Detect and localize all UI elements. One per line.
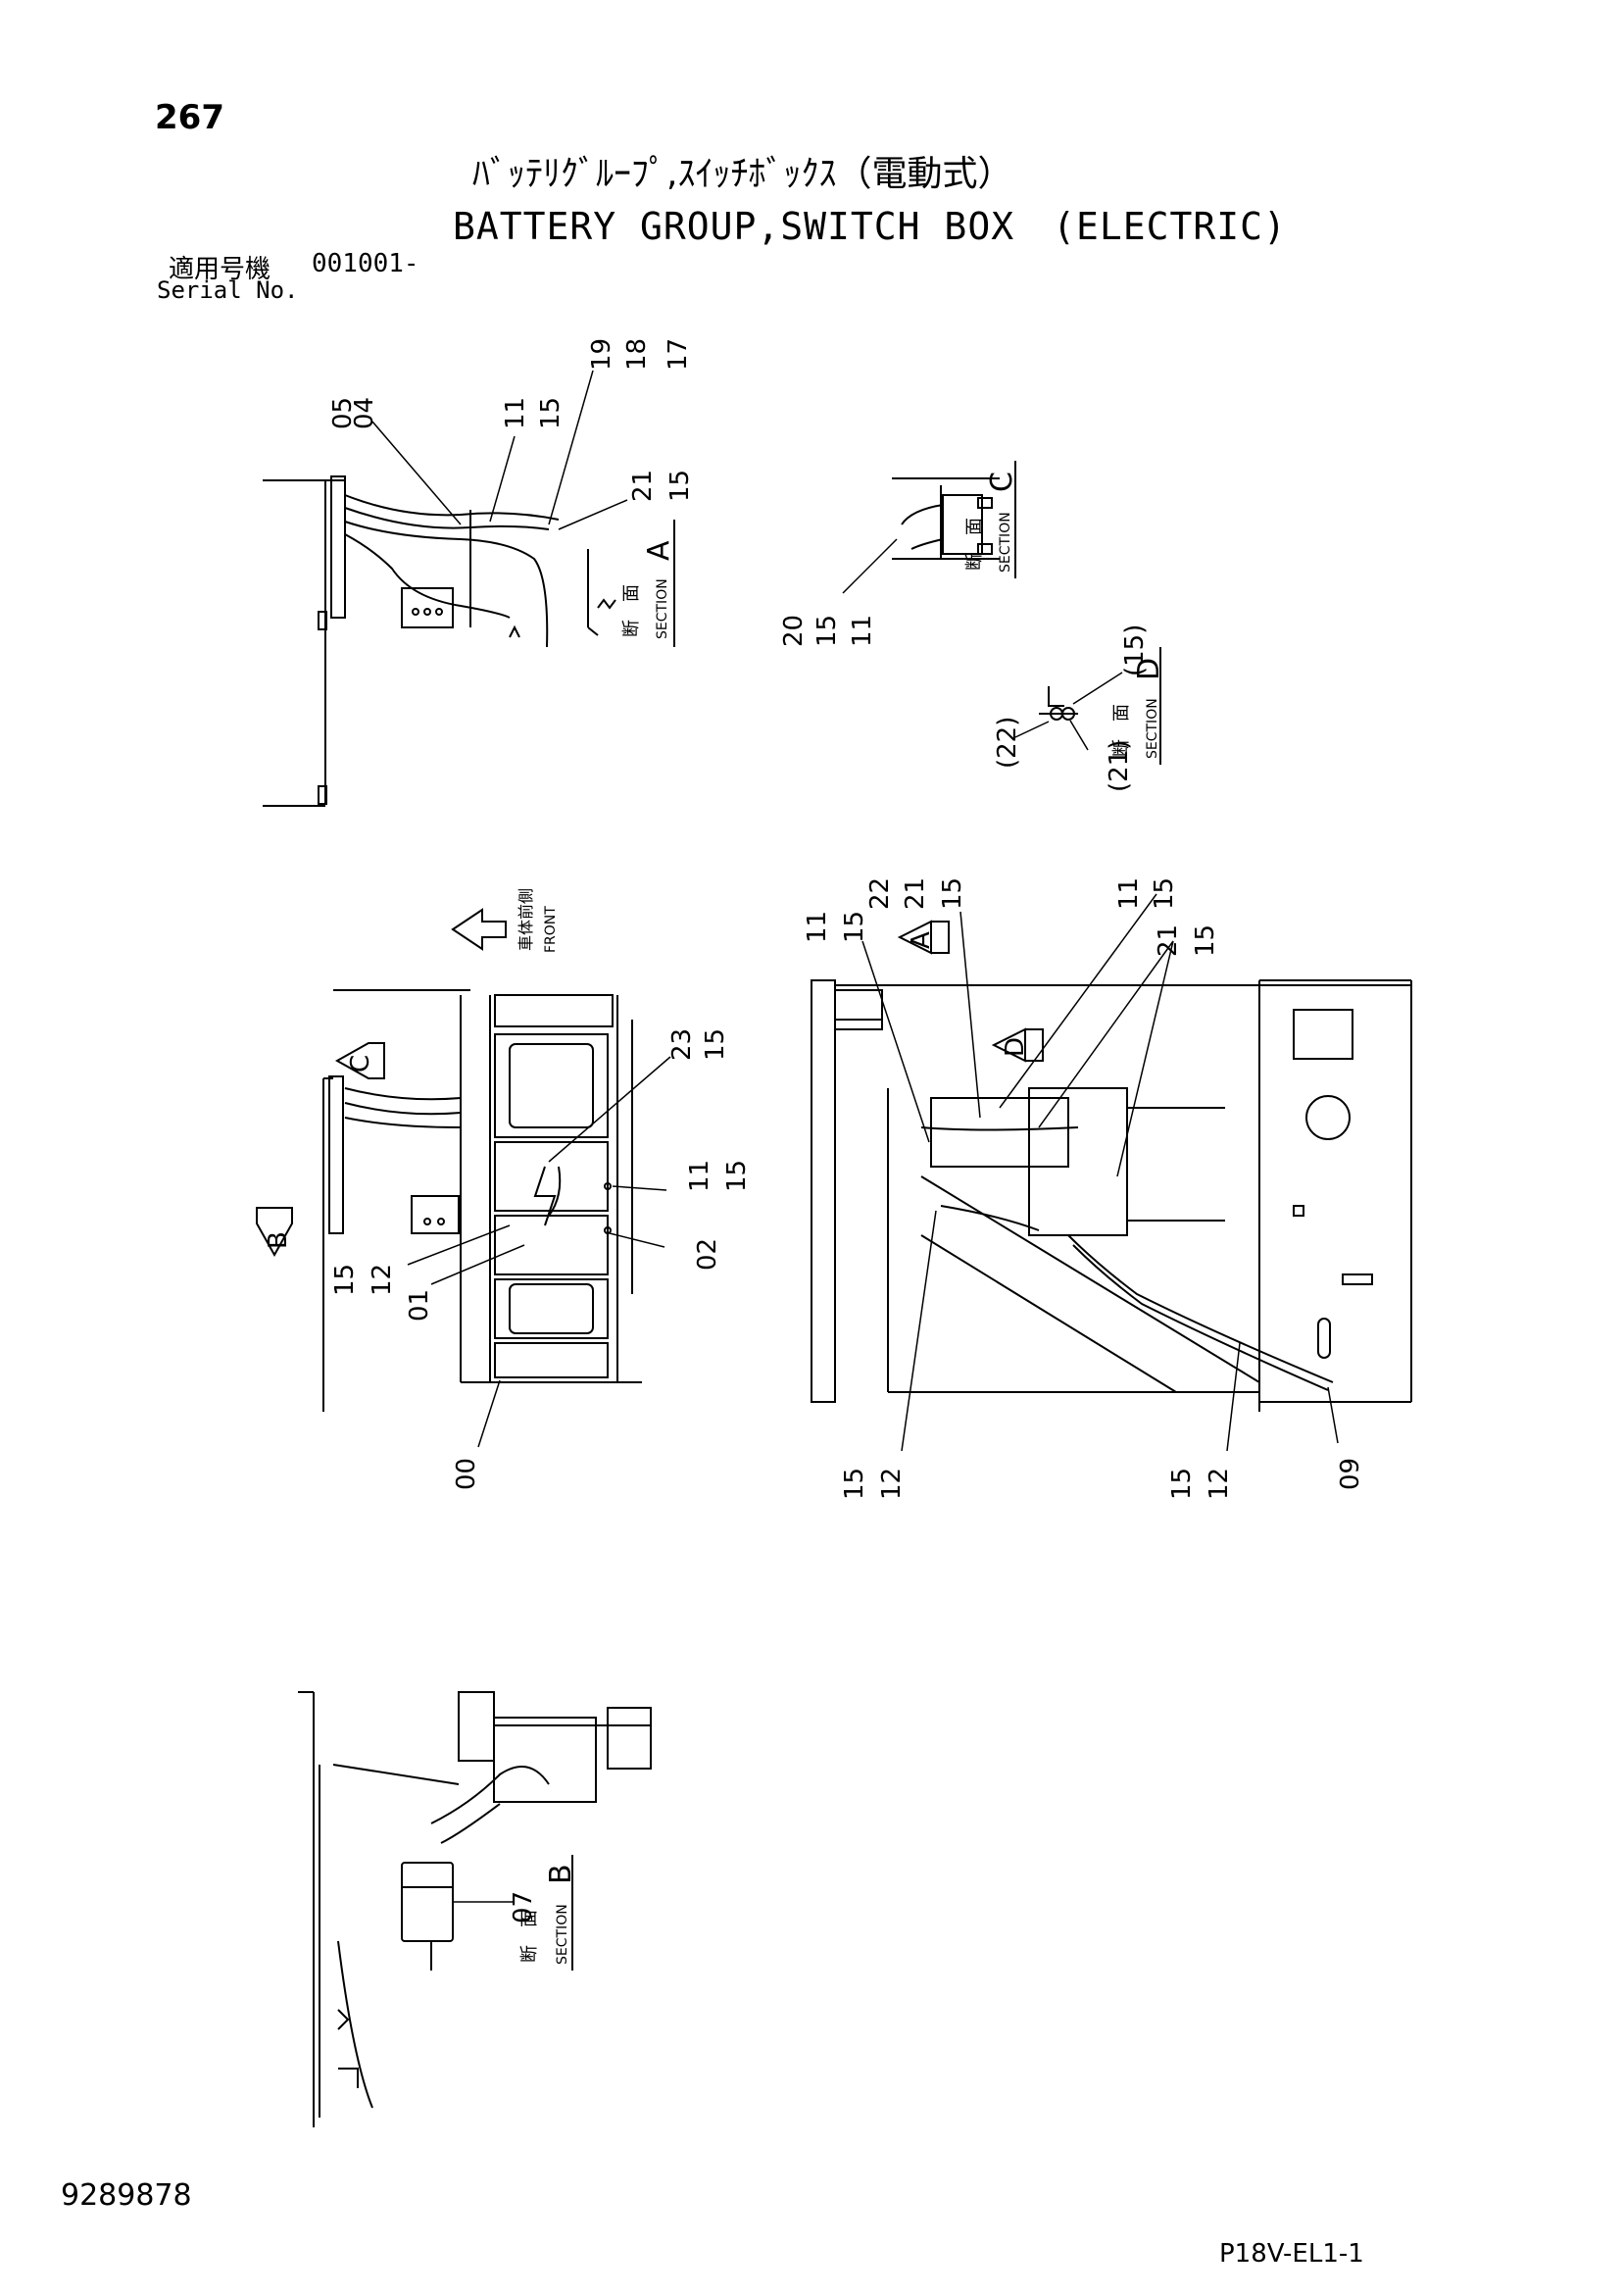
- title-english: BATTERY GROUP,SWITCH BOX (ELECTRIC): [453, 205, 1287, 248]
- part-label: 15: [330, 1264, 360, 1296]
- part-label: 11: [848, 615, 877, 647]
- part-label: 00: [452, 1458, 481, 1490]
- section-a-jp: 断 面: [621, 584, 642, 637]
- part-label: 22: [865, 877, 895, 910]
- view-marker-c: [334, 1042, 385, 1079]
- part-label: 11: [685, 1160, 714, 1192]
- title-japanese: ﾊﾞｯﾃﾘｸﾞﾙｰﾌﾟ,ｽｲｯﾁﾎﾞｯｸｽ（電動式）: [472, 154, 1013, 194]
- view-marker-a: [897, 920, 950, 955]
- section-c-label: 断 面 SECTION C: [964, 472, 1019, 573]
- serial-value: 001001-: [312, 249, 419, 278]
- part-label: 21: [1154, 924, 1183, 957]
- part-label: 01: [405, 1289, 434, 1322]
- part-label: 15: [1150, 877, 1179, 910]
- part-label: 07: [509, 1891, 538, 1923]
- serial-label-english: Serial No.: [157, 276, 299, 304]
- section-a-label: 断 面 SECTION A: [621, 540, 676, 639]
- view-marker-c-letter: C: [346, 1055, 375, 1073]
- part-label: 17: [664, 338, 693, 371]
- section-c-drawing: [892, 477, 1000, 560]
- part-label: 04: [350, 397, 379, 429]
- section-b-en: SECTION: [555, 1904, 570, 1965]
- part-label: 09: [1336, 1458, 1365, 1490]
- section-a-letter: A: [642, 540, 676, 561]
- part-label: 12: [368, 1264, 397, 1296]
- part-label: 15: [840, 911, 869, 943]
- part-label: 11: [1114, 877, 1144, 910]
- page-number: 267: [155, 98, 224, 137]
- section-c-jp: 断 面: [964, 518, 985, 571]
- part-label: 11: [501, 397, 530, 429]
- view-marker-a-letter: A: [907, 931, 936, 949]
- part-label: (22): [993, 717, 1022, 769]
- view-marker-b-letter: B: [264, 1231, 293, 1249]
- view-marker-d-letter: D: [1001, 1037, 1030, 1057]
- part-label: 15: [701, 1028, 730, 1061]
- part-label: 12: [1205, 1468, 1234, 1500]
- front-marker-jp: 車体前側: [516, 888, 535, 951]
- part-label: 15: [840, 1468, 869, 1500]
- part-label: 12: [877, 1468, 907, 1500]
- section-c-en: SECTION: [998, 512, 1013, 573]
- front-marker-en: FRONT: [543, 906, 559, 953]
- part-label: 15: [1191, 924, 1220, 957]
- part-label: 15: [536, 397, 566, 429]
- section-a-drawing: [263, 475, 616, 807]
- part-label: 23: [667, 1028, 697, 1061]
- leader-lines: [371, 370, 1339, 1903]
- section-b-jp: 断 面: [519, 1910, 540, 1963]
- section-a-en: SECTION: [655, 578, 670, 639]
- page-code: P18V-EL1-1: [1219, 2239, 1364, 2269]
- section-b-label: 断 面 SECTION B: [519, 1864, 578, 1965]
- section-b-drawing: [298, 1691, 652, 2127]
- document-number: 9289878: [61, 2178, 192, 2213]
- part-label: 18: [622, 338, 652, 371]
- part-label: 20: [779, 615, 809, 647]
- part-label: 11: [803, 911, 832, 943]
- section-d-en: SECTION: [1145, 698, 1160, 759]
- view-marker-b: [256, 1207, 293, 1258]
- section-d-label: 断 面 SECTION D: [1111, 658, 1166, 759]
- front-arrow: [451, 908, 507, 951]
- part-label: 15: [938, 877, 967, 910]
- section-c-letter: C: [985, 472, 1019, 492]
- part-label: 21: [901, 877, 930, 910]
- part-label: 19: [587, 338, 616, 371]
- right-view-drawing: [811, 979, 1412, 1412]
- section-d-jp: 断 面: [1111, 704, 1132, 757]
- serial-label-japanese: 適用号機: [169, 255, 271, 284]
- part-label: 05: [328, 397, 358, 429]
- section-b-letter: B: [544, 1864, 578, 1884]
- part-label: 15: [812, 615, 842, 647]
- part-label: 02: [693, 1238, 722, 1271]
- part-label: 15: [722, 1160, 752, 1192]
- part-label: 15: [1167, 1468, 1197, 1500]
- section-d-drawing: [1039, 686, 1078, 721]
- part-label: (15): [1120, 624, 1150, 676]
- part-labels: 05 04 11 15 19 18 17 21 15 20 15 11 (15)…: [328, 338, 1365, 1923]
- part-label: (21): [1105, 740, 1134, 792]
- plan-view-drawing: [322, 989, 642, 1412]
- section-d-letter: D: [1132, 658, 1166, 680]
- part-label: 15: [665, 470, 695, 502]
- part-label: 21: [628, 470, 658, 502]
